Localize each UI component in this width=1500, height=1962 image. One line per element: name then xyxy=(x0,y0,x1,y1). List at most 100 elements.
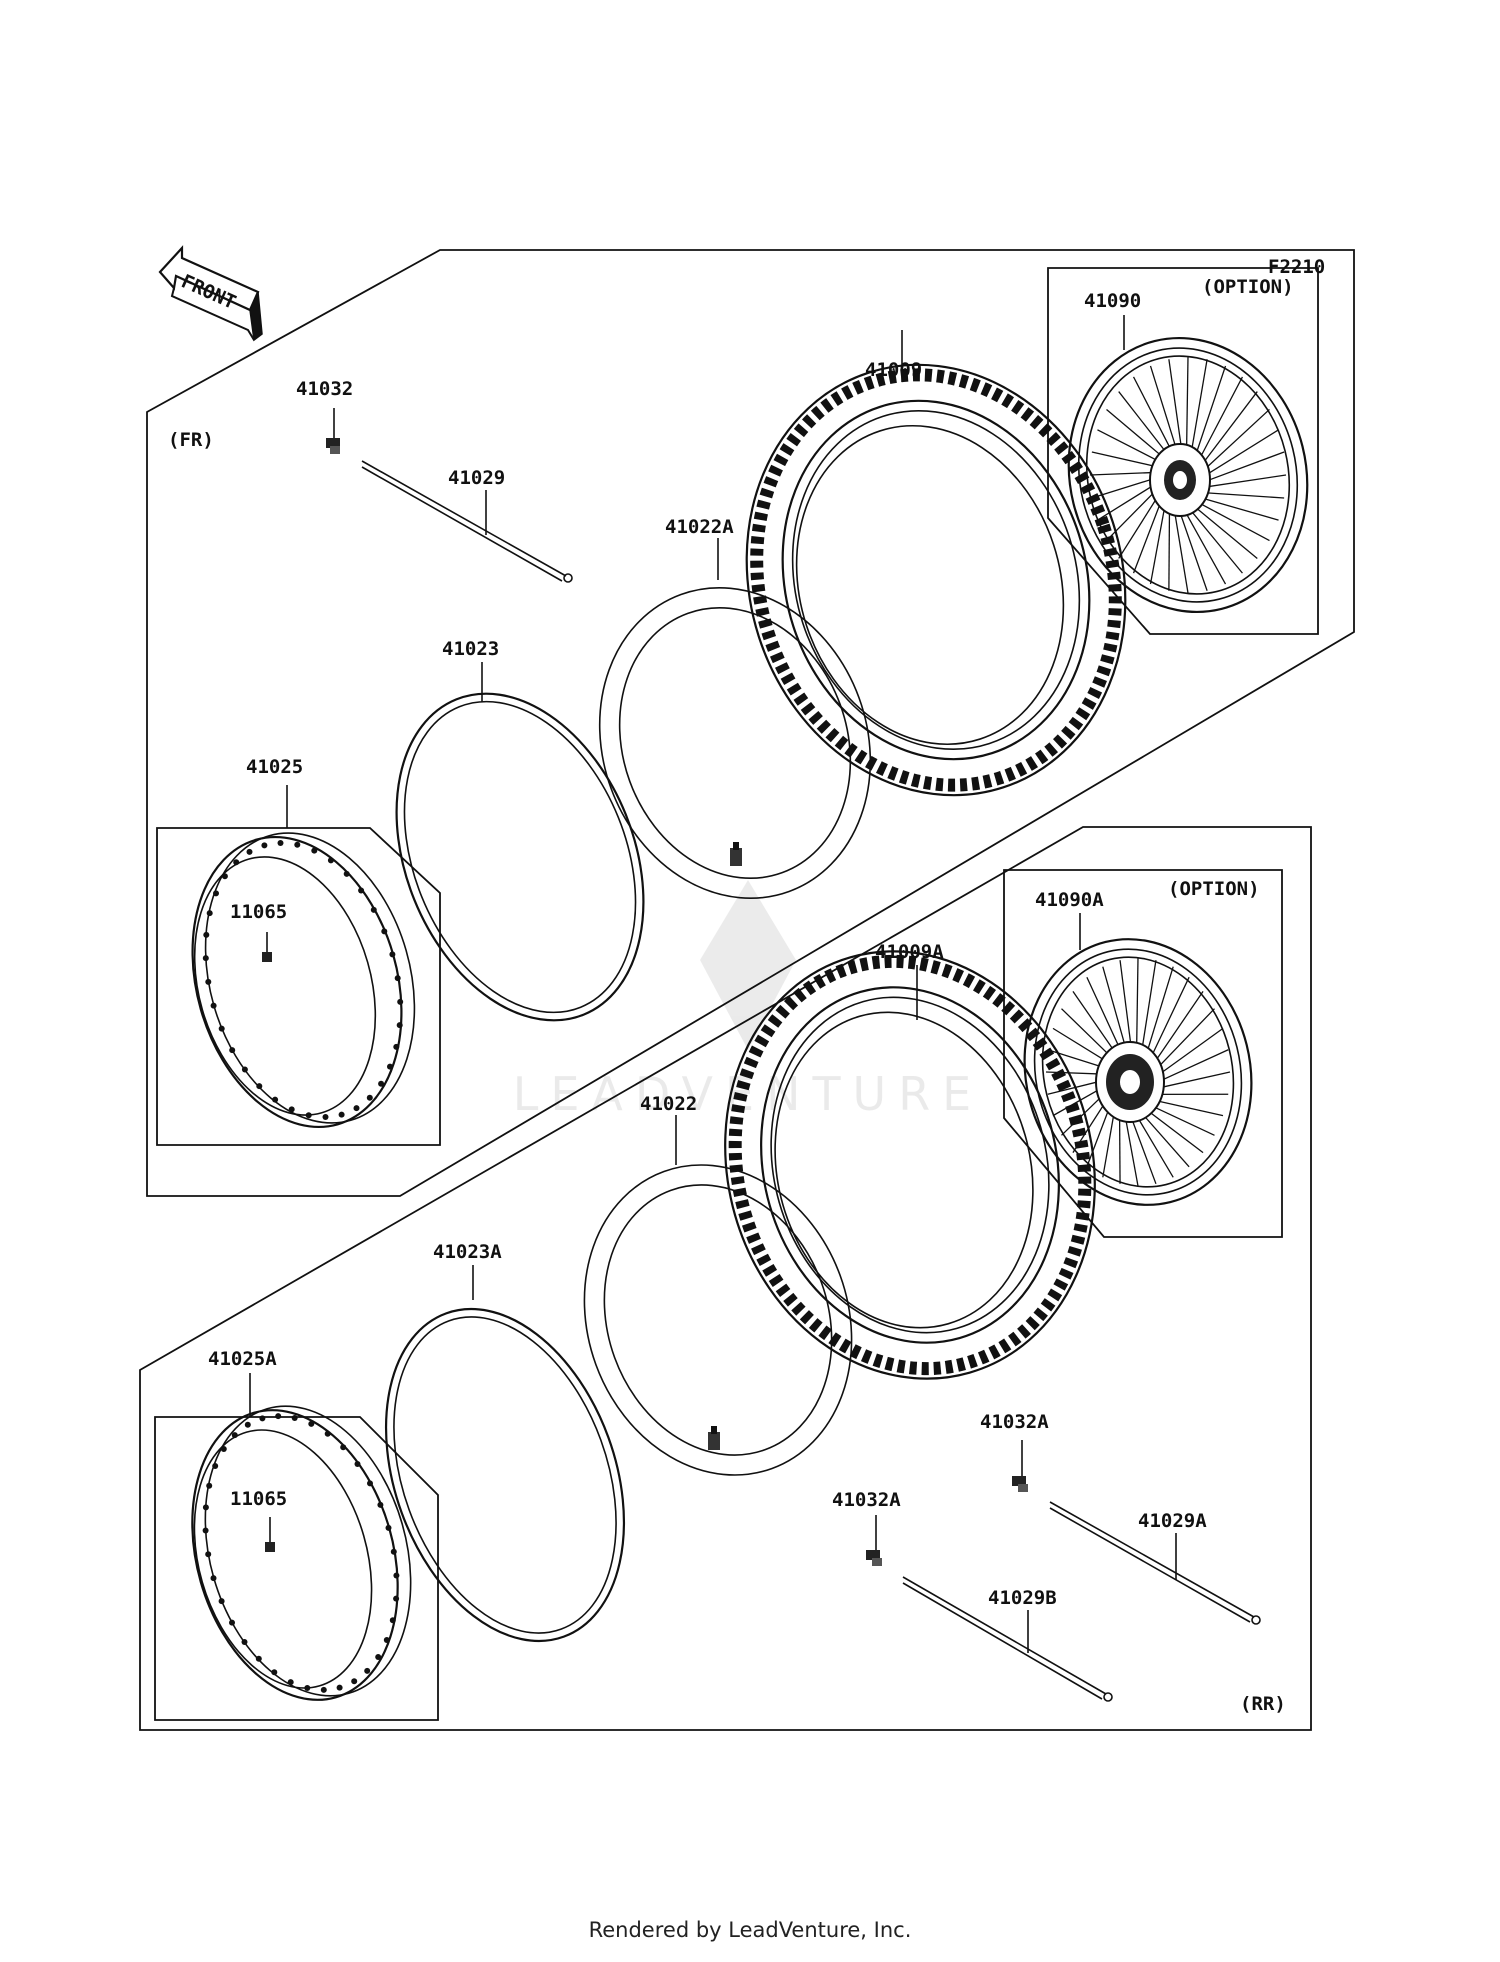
label-41029B: 41029B xyxy=(988,1587,1057,1609)
rim-hole xyxy=(255,1655,262,1662)
rim-hole xyxy=(259,1415,266,1422)
rim-hole xyxy=(353,1105,360,1112)
label-41025A: 41025A xyxy=(208,1348,277,1370)
rim-hole xyxy=(393,1595,400,1602)
spoke-line xyxy=(1189,359,1208,458)
label-41009: 41009 xyxy=(865,359,922,381)
spoke-41029B xyxy=(902,1576,1113,1702)
rim-hole xyxy=(327,857,334,864)
rim-hole xyxy=(351,1678,358,1685)
rim-hole xyxy=(336,1684,343,1691)
rim-hole xyxy=(212,1463,219,1469)
rim-hole xyxy=(291,1415,298,1421)
rim-hole xyxy=(288,1106,295,1113)
spoke-line xyxy=(1200,474,1287,489)
rim-hole xyxy=(206,1482,213,1489)
rim-hole xyxy=(385,1524,392,1531)
rim-hole xyxy=(287,1679,294,1686)
rim-frame-front xyxy=(156,827,441,1146)
spoke-line xyxy=(1118,491,1162,559)
rim-hole xyxy=(205,1551,212,1558)
rim-hole xyxy=(389,951,396,958)
nipple-41032A-lower xyxy=(866,1515,882,1566)
spoke-line xyxy=(1119,960,1133,1057)
spoke-line xyxy=(1199,491,1285,499)
rim-hole xyxy=(338,1111,345,1118)
rim-hole xyxy=(358,887,365,894)
nipple-41032 xyxy=(326,408,340,454)
spoke-line xyxy=(1196,495,1279,521)
label-41029: 41029 xyxy=(448,467,505,489)
spoke-line xyxy=(1106,408,1167,461)
option-frame-rear xyxy=(1003,869,1283,1238)
label-41032A-upper: 41032A xyxy=(980,1411,1049,1433)
spoke-line xyxy=(1196,376,1244,464)
rim-hole xyxy=(244,1421,251,1428)
rim-hole xyxy=(203,931,210,938)
rim-hole xyxy=(381,928,388,935)
spoke-line xyxy=(1168,359,1183,455)
rim-hole xyxy=(271,1669,278,1676)
rim-hole xyxy=(389,1617,396,1624)
rim-hole xyxy=(397,998,404,1005)
spoke-line xyxy=(1148,991,1204,1071)
rim-hole xyxy=(202,1504,209,1511)
spoke-line xyxy=(1149,365,1179,455)
spoke-line xyxy=(1118,391,1171,458)
spoke-line xyxy=(1201,451,1285,484)
tire-41009 xyxy=(745,330,1127,797)
rim-hole xyxy=(364,1667,371,1674)
spoke-line xyxy=(1172,504,1189,594)
label-41023A: 41023A xyxy=(433,1241,502,1263)
option-label-rear: (OPTION) xyxy=(1168,878,1260,900)
rim-hole xyxy=(231,1432,238,1439)
rim-hole xyxy=(375,1654,382,1660)
rim-hole xyxy=(229,1047,236,1054)
option-label-front: (OPTION) xyxy=(1202,276,1294,298)
rim-hole xyxy=(221,873,228,880)
rim-hole xyxy=(218,1598,225,1605)
rim-hole xyxy=(261,842,268,849)
rim-hole xyxy=(324,1430,331,1437)
rim-hole xyxy=(304,1685,311,1691)
spoke-line xyxy=(1146,976,1190,1066)
spoke-line xyxy=(1181,505,1227,585)
rear-section-frame xyxy=(139,826,1312,1731)
rim-hole xyxy=(322,1114,329,1120)
wheel-41090A xyxy=(1023,913,1253,1206)
rim-hole xyxy=(294,841,301,848)
rim-hole xyxy=(256,1083,263,1090)
label-11065-rear: 11065 xyxy=(230,1488,287,1510)
rim-hole xyxy=(241,1639,248,1645)
label-41032: 41032 xyxy=(296,378,353,400)
rear-section-label: (RR) xyxy=(1240,1693,1286,1715)
spoke-line xyxy=(1185,356,1189,456)
wheel-41090 xyxy=(1067,315,1309,614)
rim-hole xyxy=(370,906,377,913)
rim-hole xyxy=(320,1686,327,1693)
spoke-line xyxy=(1193,499,1270,542)
front-section-frame xyxy=(146,249,1355,1197)
label-11065-front: 11065 xyxy=(230,901,287,923)
spoke-line xyxy=(1106,486,1160,542)
rim-hole xyxy=(343,870,350,877)
spoke-line xyxy=(1185,504,1243,574)
spoke-line xyxy=(1201,429,1279,479)
spoke-line xyxy=(1168,502,1171,591)
rim-hole xyxy=(246,848,253,855)
label-41023: 41023 xyxy=(442,638,499,660)
rim-hole xyxy=(213,890,219,897)
label-41022: 41022 xyxy=(640,1093,697,1115)
rim-hole xyxy=(205,978,212,985)
spoke-line xyxy=(1150,1008,1215,1076)
spoke-line xyxy=(1089,471,1160,476)
spoke-line xyxy=(1149,499,1167,585)
rim-hole xyxy=(241,1066,248,1073)
rim-hole xyxy=(305,1112,312,1119)
rim-hole xyxy=(272,1096,279,1103)
rim-hole xyxy=(383,1637,390,1643)
rim-hole xyxy=(311,847,318,854)
spoke-line xyxy=(1143,966,1174,1063)
rim-hole xyxy=(366,1094,373,1101)
rim-hole xyxy=(210,1575,217,1582)
